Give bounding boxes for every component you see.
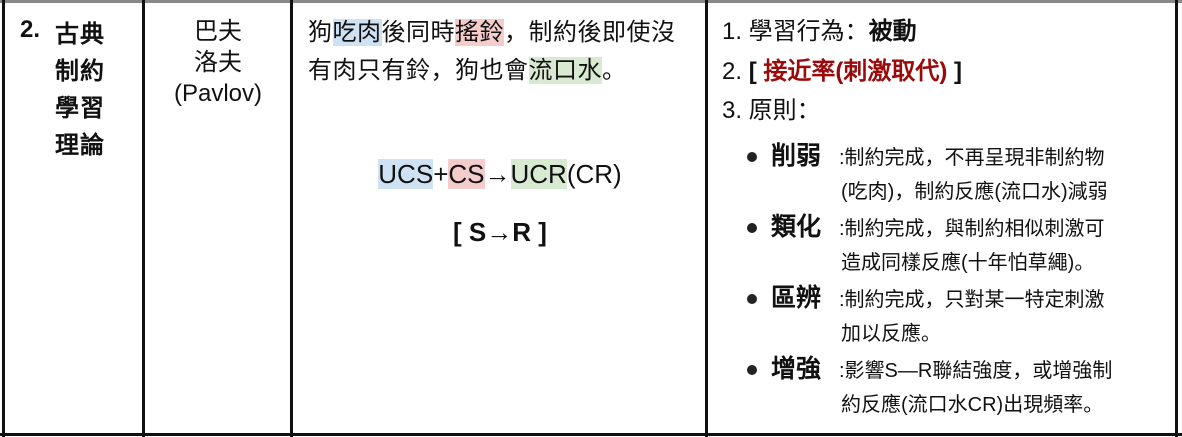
table-border-left [2, 0, 5, 437]
principle-desc-cont: 加以反應。 [841, 323, 941, 345]
formula-cs: CS [448, 159, 485, 189]
desc-highlight-ucs: 吃肉 [332, 19, 382, 46]
person-name-line: 洛夫 [194, 49, 242, 76]
formula-ucs: UCS [378, 159, 434, 189]
desc-text: ，制約後即使沒有肉只有鈴，狗也會 [308, 19, 676, 84]
person-cell: 巴夫 洛夫 (Pavlov) [146, 0, 290, 434]
column-divider-2 [290, 0, 293, 437]
person-name-line: (Pavlov) [173, 80, 263, 107]
principle-desc: :制約完成，只對某一特定刺激 [839, 289, 1105, 311]
person-name: 巴夫 洛夫 (Pavlov) [146, 16, 290, 109]
item-value: 被動 [868, 18, 917, 45]
principle-term: 類化 [771, 213, 822, 241]
principle-desc: :制約完成，不再呈現非制約物 [839, 147, 1105, 169]
column-divider-1 [142, 0, 145, 437]
theory-title-line: 古典 [55, 21, 105, 48]
principle-desc-cont: (吃肉)，制約反應(流口水)減弱 [841, 181, 1108, 203]
desc-text: 後同時 [381, 19, 455, 46]
table-bottom-border [0, 433, 1182, 436]
notes-cell: 1. 學習行為：被動 2. [ 接近率(刺激取代) ] 3. 原則： 削弱 :制… [709, 0, 1175, 434]
principle-desc-cont: 約反應(流口水CR)出現頻率。 [841, 394, 1104, 416]
theory-name-cell: 2. 古典 制約 學習 理論 [5, 0, 142, 434]
principle-term: 削弱 [771, 142, 822, 170]
theory-title-line: 制約 [55, 58, 105, 85]
bullet-icon [747, 365, 757, 375]
table-top-border [0, 0, 1182, 3]
item-label: 2. [722, 58, 749, 85]
principle-term: 區辨 [771, 284, 822, 312]
item-label: 1. 學習行為： [722, 18, 869, 45]
stimulus-response-label: [ S→R ] [453, 217, 547, 247]
theory-title-line: 學習 [55, 95, 105, 122]
experiment-cell: 狗吃肉後同時搖鈴，制約後即使沒有肉只有鈴，狗也會流口水。 UCS+CS→UCR(… [295, 0, 705, 434]
desc-text: 狗 [308, 19, 333, 46]
principle-term: 增強 [771, 355, 822, 383]
desc-highlight-cs: 搖鈴 [455, 19, 504, 46]
principle-desc: :影響S—R聯結強度，或增強制 [839, 360, 1113, 382]
conditioning-formula: UCS+CS→UCR(CR) [295, 154, 705, 194]
item-value-red: 接近率(刺激取代) [763, 58, 948, 85]
bullet-icon [747, 294, 757, 304]
bullet-icon [747, 223, 757, 233]
bracket-close: ] [947, 58, 963, 85]
formula-cr: (CR) [566, 159, 622, 189]
person-name-line: 巴夫 [194, 18, 242, 45]
theory-title: 古典 制約 學習 理論 [55, 16, 119, 164]
desc-text: 。 [602, 57, 627, 84]
principle-desc: :制約完成，與制約相似刺激可 [839, 218, 1105, 240]
mechanism-item: 2. [ 接近率(刺激取代) ] [722, 56, 962, 88]
principle-desc-cont: 造成同樣反應(十年怕草繩)。 [841, 252, 1095, 274]
learning-behavior-item: 1. 學習行為：被動 [722, 16, 917, 48]
formula-ucr: UCR [510, 159, 567, 189]
formula-plus: + [433, 159, 449, 189]
row-number: 2. [20, 16, 41, 43]
table-border-right [1175, 0, 1178, 437]
column-divider-3 [705, 0, 708, 437]
theory-title-line: 理論 [55, 132, 105, 159]
principles-heading: 3. 原則： [722, 97, 821, 124]
arrow-icon: → [484, 159, 511, 189]
bullet-icon [747, 152, 757, 162]
bracket-open: [ [748, 58, 764, 85]
desc-highlight-ucr: 流口水 [528, 57, 602, 84]
experiment-description: 狗吃肉後同時搖鈴，制約後即使沒有肉只有鈴，狗也會流口水。 [308, 14, 698, 90]
